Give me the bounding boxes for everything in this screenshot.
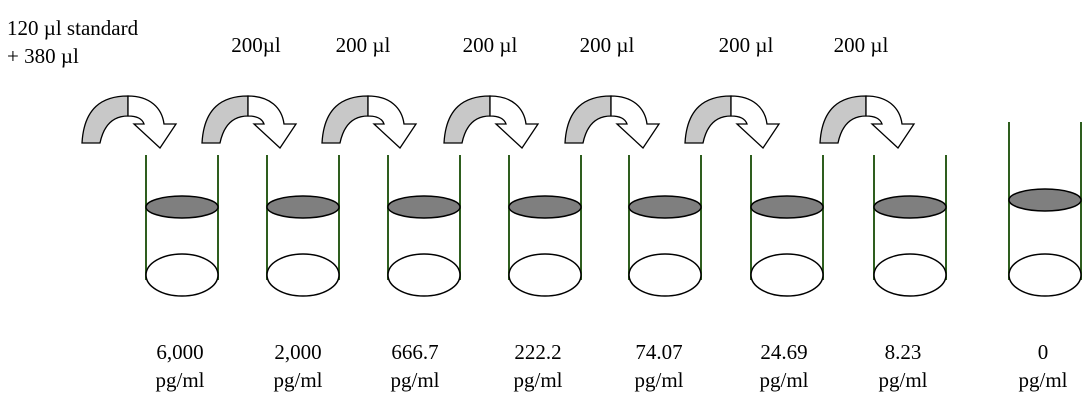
transfer-volume-label: 200 µl	[833, 33, 889, 57]
test-tube-icon	[387, 155, 461, 297]
concentration-unit: pg/ml	[513, 368, 563, 392]
arrow-head	[730, 95, 781, 149]
curved-transfer-arrow-icon	[443, 95, 540, 149]
concentration-value: 8.23	[884, 340, 922, 364]
concentration-label: 6,000 pg/ml	[155, 338, 204, 394]
concentration-unit: pg/ml	[878, 368, 928, 392]
test-tube-icon	[628, 155, 702, 297]
test-tube-icon	[873, 155, 947, 297]
tube-bottom	[387, 253, 461, 297]
transfer-volume-label: 200 µl	[718, 33, 774, 57]
curved-transfer-arrow-icon	[819, 95, 916, 149]
concentration-label: 8.23 pg/ml	[878, 338, 927, 394]
concentration-value: 666.7	[391, 340, 439, 364]
concentration-label: 74.07 pg/ml	[634, 338, 683, 394]
arrow-head	[367, 95, 418, 149]
tube-bottom	[873, 253, 947, 297]
arrow-head	[247, 95, 298, 149]
tube-liquid	[508, 195, 582, 219]
concentration-unit: pg/ml	[759, 368, 809, 392]
arrow-tail	[684, 95, 732, 144]
concentration-label: 0 pg/ml	[1018, 338, 1067, 394]
concentration-unit: pg/ml	[634, 368, 684, 392]
arrow-head	[865, 95, 916, 149]
tube-liquid	[145, 195, 219, 219]
test-tube-icon	[1008, 122, 1082, 297]
arrow-tail	[564, 95, 612, 144]
transfer-volume-label: 200 µl	[579, 33, 635, 57]
concentration-value: 74.07	[635, 340, 683, 364]
arrow-tail	[81, 95, 129, 144]
tube-bottom	[750, 253, 824, 297]
concentration-unit: pg/ml	[390, 368, 440, 392]
tube-bottom	[266, 253, 340, 297]
arrow-tail	[201, 95, 249, 144]
transfer-volume-label: 200 µl	[462, 33, 518, 57]
arrow-tail	[443, 95, 491, 144]
tube-bottom	[1008, 253, 1082, 297]
initial-mix-label: 120 µl standard + 380 µl	[7, 14, 138, 70]
test-tube-icon	[266, 155, 340, 297]
arrow-head	[127, 95, 178, 149]
curved-transfer-arrow-icon	[684, 95, 781, 149]
concentration-label: 24.69 pg/ml	[759, 338, 808, 394]
concentration-value: 2,000	[274, 340, 322, 364]
transfer-volume-label: 200 µl	[335, 33, 391, 57]
test-tube-icon	[750, 155, 824, 297]
tube-liquid	[1008, 188, 1082, 212]
tube-liquid	[387, 195, 461, 219]
concentration-value: 24.69	[760, 340, 808, 364]
tube-liquid	[873, 195, 947, 219]
curved-transfer-arrow-icon	[321, 95, 418, 149]
curved-transfer-arrow-icon	[201, 95, 298, 149]
concentration-value: 0	[1037, 340, 1049, 364]
arrow-tail	[819, 95, 867, 144]
curved-transfer-arrow-icon	[81, 95, 178, 149]
test-tube-icon	[508, 155, 582, 297]
tube-bottom	[508, 253, 582, 297]
test-tube-icon	[145, 155, 219, 297]
tube-bottom	[628, 253, 702, 297]
tube-liquid	[628, 195, 702, 219]
tube-liquid	[266, 195, 340, 219]
concentration-unit: pg/ml	[1018, 368, 1068, 392]
concentration-label: 666.7 pg/ml	[390, 338, 439, 394]
concentration-unit: pg/ml	[273, 368, 323, 392]
concentration-value: 6,000	[156, 340, 204, 364]
concentration-label: 2,000 pg/ml	[273, 338, 322, 394]
arrow-tail	[321, 95, 369, 144]
curved-transfer-arrow-icon	[564, 95, 661, 149]
concentration-unit: pg/ml	[155, 368, 205, 392]
concentration-value: 222.2	[514, 340, 562, 364]
initial-mix-line1: 120 µl standard	[7, 16, 139, 40]
concentration-label: 222.2 pg/ml	[513, 338, 562, 394]
arrow-head	[489, 95, 540, 149]
tube-liquid	[750, 195, 824, 219]
transfer-volume-label: 200µl	[231, 33, 281, 57]
tube-bottom	[145, 253, 219, 297]
arrow-head	[610, 95, 661, 149]
initial-mix-line2: + 380 µl	[7, 44, 79, 68]
